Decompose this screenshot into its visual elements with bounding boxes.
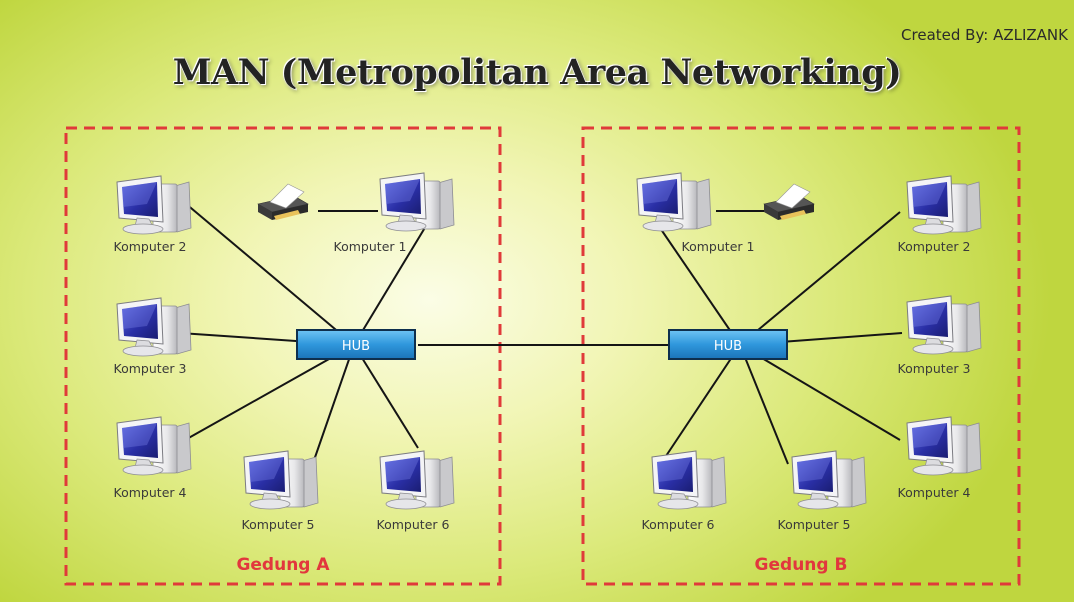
- computer-label: Komputer 6: [377, 517, 450, 532]
- hub-a-label: HUB: [342, 339, 370, 354]
- computer-icon: [243, 450, 319, 510]
- computer-label: Komputer 4: [114, 485, 187, 500]
- hub-building-b: HUB: [668, 329, 788, 360]
- computer-label: Komputer 3: [898, 361, 971, 376]
- hub-building-a: HUB: [296, 329, 416, 360]
- computer-label: Komputer 6: [642, 517, 715, 532]
- diagram-title: MAN (Metropolitan Area Networking): [172, 52, 902, 93]
- printer-icon: [763, 183, 815, 221]
- computer-icon: [906, 295, 982, 355]
- computer-icon: [651, 450, 727, 510]
- building-b-label: Gedung B: [755, 555, 848, 575]
- computer-label: Komputer 1: [334, 239, 407, 254]
- building-b-boundary: [581, 126, 1021, 586]
- computer-icon: [906, 416, 982, 476]
- computer-icon: [906, 175, 982, 235]
- computer-label: Komputer 3: [114, 361, 187, 376]
- computer-icon: [379, 450, 455, 510]
- credit-text: Created By: AZLIZANK: [901, 26, 1068, 44]
- computer-label: Komputer 2: [114, 239, 187, 254]
- building-a-label: Gedung A: [236, 555, 330, 575]
- printer-icon: [257, 183, 309, 221]
- computer-icon: [116, 175, 192, 235]
- computer-label: Komputer 2: [898, 239, 971, 254]
- computer-label: Komputer 5: [242, 517, 315, 532]
- network-links: [179, 202, 903, 467]
- computer-label: Komputer 4: [898, 485, 971, 500]
- building-a-boundary: [64, 126, 502, 586]
- computer-icon: [116, 297, 192, 357]
- computer-icon: [116, 416, 192, 476]
- computer-label: Komputer 5: [778, 517, 851, 532]
- computer-icon: [636, 172, 712, 232]
- computer-icon: [379, 172, 455, 232]
- computer-label: Komputer 1: [682, 239, 755, 254]
- computer-icon: [791, 450, 867, 510]
- hub-b-label: HUB: [714, 339, 742, 354]
